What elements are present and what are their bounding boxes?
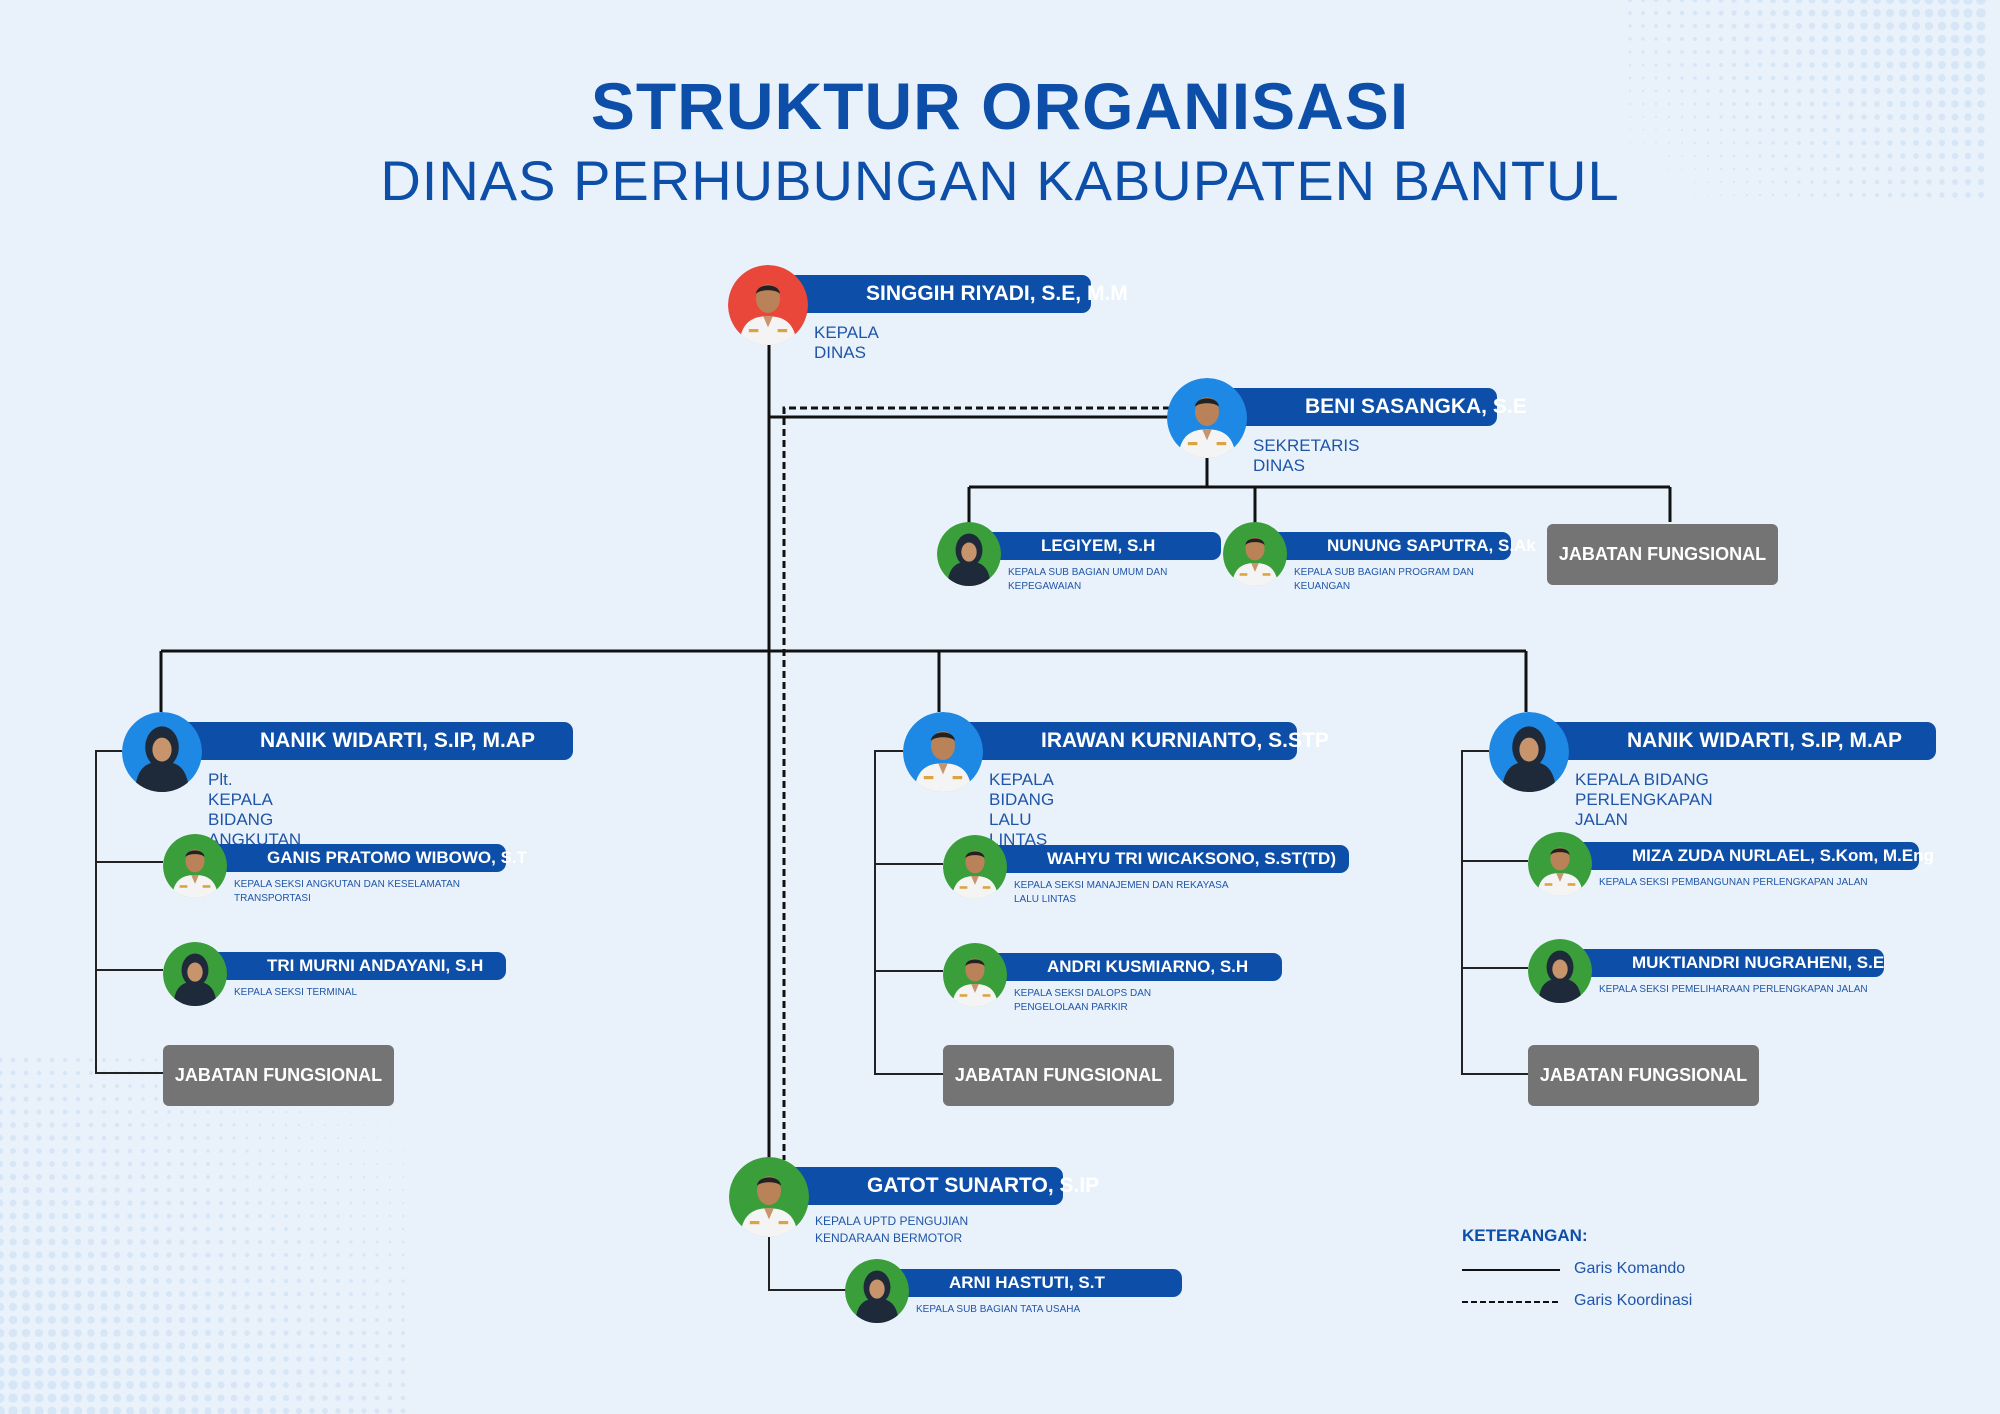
avatar bbox=[845, 1259, 909, 1323]
jabatan-fungsional-box: JABATAN FUNGSIONAL bbox=[1528, 1045, 1759, 1106]
person-photo-icon bbox=[903, 712, 983, 792]
command-line bbox=[95, 750, 163, 1074]
avatar bbox=[1528, 832, 1592, 896]
person-photo-icon bbox=[163, 834, 227, 898]
avatar bbox=[943, 835, 1007, 899]
node-name: GATOT SUNARTO, S.IP bbox=[779, 1167, 1099, 1205]
node-name: NUNUNG SAPUTRA, S.Ak bbox=[1257, 532, 1536, 560]
node-name: NANIK WIDARTI, S.IP, M.AP bbox=[1539, 722, 1936, 760]
node-name: MUKTIANDRI NUGRAHENI, S.E bbox=[1562, 949, 1884, 977]
node-name: MIZA ZUDA NURLAEL, S.Kom, M.Eng bbox=[1562, 842, 1934, 870]
jabatan-fungsional-box: JABATAN FUNGSIONAL bbox=[163, 1045, 394, 1106]
node-role: KEPALA SEKSI DALOPS DAN PENGELOLAAN PARK… bbox=[1014, 988, 1152, 1013]
legend-command-label: Garis Komando bbox=[1574, 1260, 1686, 1277]
avatar bbox=[937, 522, 1001, 586]
person-photo-icon bbox=[122, 712, 202, 792]
node-role: KEPALA SUB BAGIAN UMUM DAN KEPEGAWAIAN bbox=[1008, 567, 1168, 592]
page-subtitle: DINAS PERHUBUNGAN KABUPATEN BANTUL bbox=[380, 149, 1620, 212]
node-role: KEPALA SEKSI ANGKUTAN DAN KESELAMATAN TR… bbox=[234, 879, 460, 904]
node-name: SINGGIH RIYADI, S.E, M.M bbox=[778, 275, 1128, 313]
avatar bbox=[1223, 522, 1287, 586]
avatar bbox=[943, 943, 1007, 1007]
person-photo-icon bbox=[728, 265, 808, 345]
node-name: GANIS PRATOMO WIBOWO, S.T bbox=[197, 844, 527, 872]
node-name: ARNI HASTUTI, S.T bbox=[879, 1269, 1182, 1297]
node-role: SEKRETARIS DINAS bbox=[1253, 436, 1360, 475]
avatar bbox=[1167, 378, 1247, 458]
avatar bbox=[903, 712, 983, 792]
coordination-line bbox=[782, 406, 1170, 1160]
avatar bbox=[1489, 712, 1569, 792]
node-role: KEPALA DINAS bbox=[814, 323, 878, 362]
node-role: KEPALA SEKSI PEMBANGUNAN PERLENGKAPAN JA… bbox=[1599, 877, 1868, 888]
node-role: KEPALA BIDANG LALU LINTAS bbox=[989, 770, 1055, 849]
node-name: TRI MURNI ANDAYANI, S.H bbox=[197, 952, 506, 980]
node-name: ANDRI KUSMIARNO, S.H bbox=[977, 953, 1282, 981]
legend-title: KETERANGAN: bbox=[1462, 1226, 1588, 1245]
node-role: KEPALA SEKSI TERMINAL bbox=[234, 987, 358, 998]
node-role: KEPALA SUB BAGIAN TATA USAHA bbox=[916, 1304, 1081, 1315]
avatar bbox=[729, 1157, 809, 1237]
node-role: KEPALA BIDANG PERLENGKAPAN JALAN bbox=[1575, 770, 1713, 829]
person-photo-icon bbox=[1528, 832, 1592, 896]
person-photo-icon bbox=[1489, 712, 1569, 792]
command-line bbox=[1461, 750, 1528, 1075]
person-photo-icon bbox=[1167, 378, 1247, 458]
person-photo-icon bbox=[943, 835, 1007, 899]
node-role: KEPALA SEKSI PEMELIHARAAN PERLENGKAPAN J… bbox=[1599, 984, 1868, 995]
node-role: KEPALA SEKSI MANAJEMEN DAN REKAYASA LALU… bbox=[1014, 880, 1228, 905]
person-photo-icon bbox=[1223, 522, 1287, 586]
avatar bbox=[728, 265, 808, 345]
node-role: KEPALA UPTD PENGUJIAN KENDARAAN BERMOTOR bbox=[815, 1214, 969, 1245]
node-name: NANIK WIDARTI, S.IP, M.AP bbox=[172, 722, 573, 760]
person-photo-icon bbox=[845, 1259, 909, 1323]
node-name: WAHYU TRI WICAKSONO, S.ST(TD) bbox=[977, 845, 1349, 873]
avatar bbox=[163, 834, 227, 898]
avatar bbox=[1528, 939, 1592, 1003]
person-photo-icon bbox=[1528, 939, 1592, 1003]
node-role: KEPALA SUB BAGIAN PROGRAM DAN KEUANGAN bbox=[1294, 567, 1474, 592]
command-line bbox=[768, 1232, 847, 1291]
legend-coordination-label: Garis Koordinasi bbox=[1574, 1292, 1693, 1309]
jabatan-fungsional-box: JABATAN FUNGSIONAL bbox=[1547, 524, 1778, 585]
avatar bbox=[163, 942, 227, 1006]
person-photo-icon bbox=[937, 522, 1001, 586]
jabatan-fungsional-box: JABATAN FUNGSIONAL bbox=[943, 1045, 1174, 1106]
node-role: Plt. KEPALA BIDANG ANGKUTAN bbox=[208, 770, 302, 849]
node-name: IRAWAN KURNIANTO, S.STP bbox=[953, 722, 1329, 760]
node-name: LEGIYEM, S.H bbox=[971, 532, 1221, 560]
person-photo-icon bbox=[943, 943, 1007, 1007]
command-line bbox=[874, 750, 943, 1075]
person-photo-icon bbox=[729, 1157, 809, 1237]
person-photo-icon bbox=[163, 942, 227, 1006]
node-name: BENI SASANGKA, S.E bbox=[1217, 388, 1527, 426]
page-title: STRUKTUR ORGANISASI bbox=[590, 69, 1410, 143]
avatar bbox=[122, 712, 202, 792]
